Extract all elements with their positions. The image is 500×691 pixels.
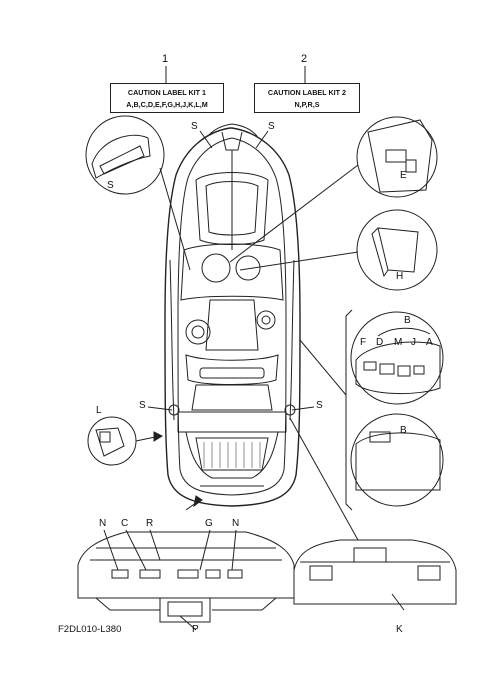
callout-s-mid-left: S: [139, 400, 146, 411]
callout-h: H: [396, 271, 404, 282]
callout-s-mid-right: S: [316, 400, 323, 411]
callout-b-upper: B: [404, 315, 411, 326]
callout-g: G: [205, 518, 213, 529]
callout-s-inset: S: [107, 180, 114, 191]
kit-1-box: CAUTION LABEL KIT 1 A,B,C,D,E,F,G,H,J,K,…: [110, 83, 224, 113]
kit-2-number: 2: [301, 53, 308, 65]
callout-c: C: [121, 518, 129, 529]
callout-b-lower: B: [400, 425, 407, 436]
callout-e: E: [400, 170, 407, 181]
callout-p: P: [192, 624, 199, 635]
kit-1-parts: A,B,C,D,E,F,G,H,J,K,L,M: [126, 100, 208, 109]
callout-s-top-right: S: [268, 121, 275, 132]
kit-2-box: CAUTION LABEL KIT 2 N,P,R,S: [254, 83, 360, 113]
kit-1-number: 1: [162, 53, 169, 65]
callout-f: F: [360, 337, 367, 348]
callout-r: R: [146, 518, 154, 529]
callout-d: D: [376, 337, 384, 348]
callout-n-right: N: [232, 518, 240, 529]
callout-l: L: [96, 405, 102, 416]
callout-k: K: [396, 624, 403, 635]
figure-code: F2DL010-L380: [58, 624, 122, 635]
kit-2-parts: N,P,R,S: [294, 100, 320, 109]
callout-n-left: N: [99, 518, 107, 529]
kit-1-title: CAUTION LABEL KIT 1: [127, 88, 207, 97]
callout-s-top-left: S: [191, 121, 198, 132]
callout-m: M: [394, 337, 403, 348]
callout-a: A: [426, 337, 433, 348]
callout-j: J: [411, 337, 416, 348]
kit-2-title: CAUTION LABEL KIT 2: [267, 88, 347, 97]
